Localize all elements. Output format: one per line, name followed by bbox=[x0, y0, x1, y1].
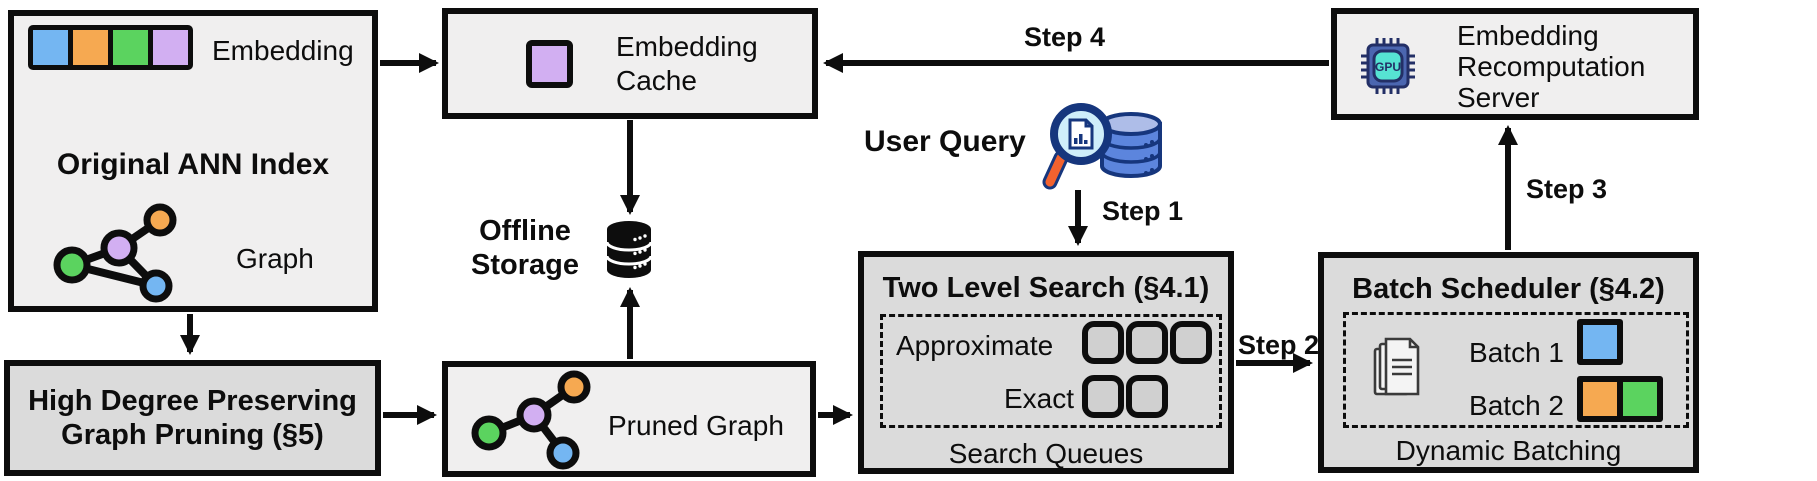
cached-embedding-swatch-icon bbox=[526, 40, 573, 88]
graph-pruning-box: High Degree Preserving Graph Pruning (§5… bbox=[4, 360, 381, 476]
embedding-cache-label: Embedding Cache bbox=[616, 31, 758, 96]
batch1-label: Batch 1 bbox=[1469, 337, 1564, 368]
original-ann-index-box: Embedding Original ANN Index Graph bbox=[8, 10, 378, 312]
ann-index-title: Original ANN Index bbox=[56, 148, 330, 181]
batch-scheduler-box: Batch Scheduler (§4.2) Batch 1 Batch 2 D… bbox=[1318, 252, 1699, 473]
gpu-chip-icon: GPU bbox=[1361, 38, 1415, 94]
batch2-swatches bbox=[1577, 376, 1663, 422]
documents-icon bbox=[1373, 337, 1420, 396]
embedding-cache-box: Embedding Cache bbox=[442, 8, 818, 119]
batch-scheduler-title: Batch Scheduler (§4.2) bbox=[1352, 273, 1665, 305]
search-queues-caption: Search Queues bbox=[948, 438, 1144, 469]
offline-storage-label: Offline Storage bbox=[471, 215, 579, 281]
recomputation-server-box: GPU Embedding Recomputation Server bbox=[1331, 8, 1699, 120]
step3-label: Step 3 bbox=[1526, 174, 1608, 204]
batch2-swatch-green bbox=[1617, 376, 1663, 422]
pruned-graph-box: Pruned Graph bbox=[442, 361, 816, 477]
embedding-swatch-purple bbox=[153, 30, 188, 65]
graph-pruning-label: High Degree Preserving Graph Pruning (§5… bbox=[28, 385, 357, 451]
approximate-label: Approximate bbox=[896, 330, 1054, 361]
batch2-label: Batch 2 bbox=[1469, 390, 1564, 421]
queue-slot bbox=[1126, 375, 1168, 418]
queue-slot bbox=[1082, 321, 1124, 364]
queue-slot bbox=[1170, 321, 1212, 364]
approximate-queue-slots bbox=[1082, 321, 1212, 364]
embedding-swatch-green bbox=[113, 30, 148, 65]
exact-queue-slots bbox=[1082, 375, 1168, 418]
step4-label: Step 4 bbox=[1024, 22, 1106, 52]
graph-icon bbox=[53, 203, 177, 303]
pruned-graph-label: Pruned Graph bbox=[608, 410, 784, 441]
embedding-swatches-icon bbox=[28, 25, 193, 70]
embedding-label: Embedding bbox=[212, 35, 354, 66]
gpu-chip-text: GPU bbox=[1375, 60, 1401, 74]
dynamic-batching-caption: Dynamic Batching bbox=[1395, 435, 1622, 466]
recomputation-server-label: Embedding Recomputation Server bbox=[1457, 20, 1646, 113]
database-icon bbox=[605, 221, 653, 278]
queue-slot bbox=[1082, 375, 1124, 418]
queue-slot bbox=[1126, 321, 1168, 364]
search-database-icon bbox=[1042, 103, 1162, 190]
user-query-label: User Query bbox=[864, 125, 1026, 158]
graph-label: Graph bbox=[236, 243, 314, 274]
search-queues-dashed-frame bbox=[880, 314, 1222, 428]
embedding-swatch-orange bbox=[73, 30, 108, 65]
step1-label: Step 1 bbox=[1102, 196, 1184, 226]
two-level-search-box: Two Level Search (§4.1) Approximate Exac… bbox=[858, 251, 1234, 474]
pruned-graph-icon bbox=[471, 370, 591, 470]
embedding-swatch-blue bbox=[33, 30, 68, 65]
exact-label: Exact bbox=[1003, 383, 1074, 414]
batch1-swatch-blue bbox=[1577, 319, 1623, 365]
step2-label: Step 2 bbox=[1238, 330, 1320, 360]
dynamic-batching-dashed-frame bbox=[1343, 312, 1689, 428]
two-level-search-title: Two Level Search (§4.1) bbox=[882, 272, 1210, 304]
